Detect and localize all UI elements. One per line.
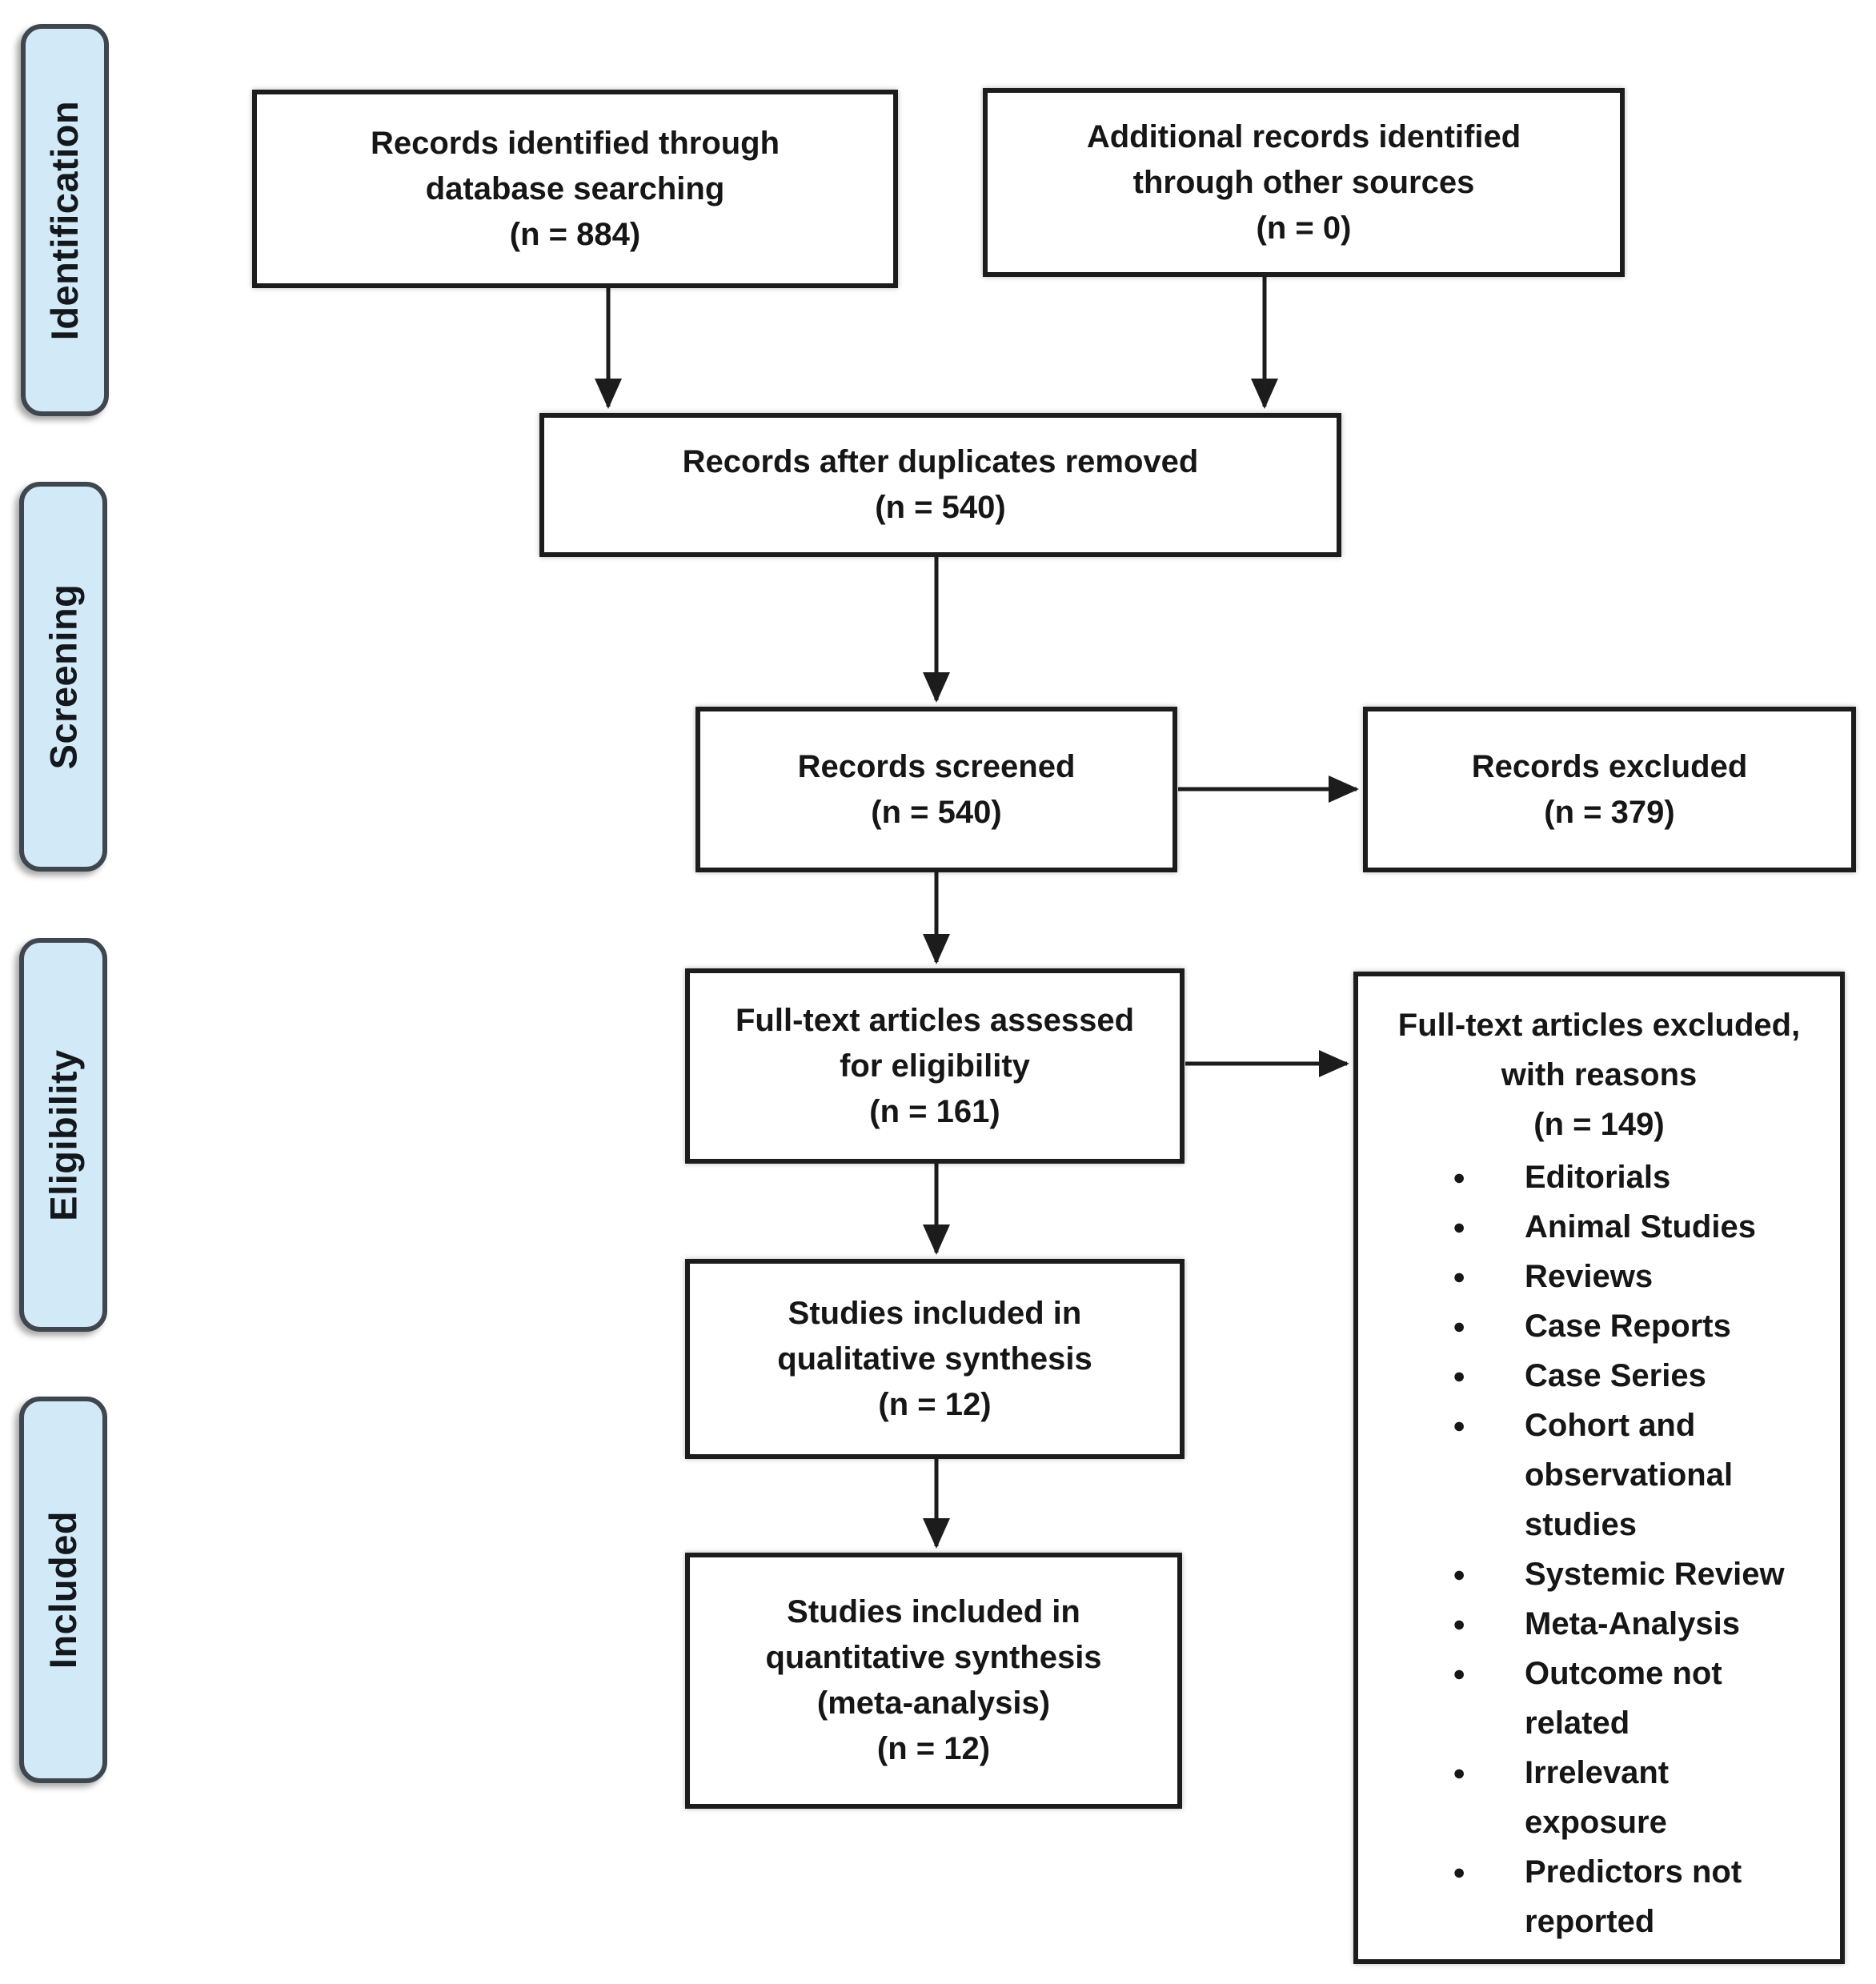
box-fulltext-assessed: Full-text articles assessed for eligibil… [685, 968, 1185, 1164]
reason-item: Irrelevant exposure [1453, 1748, 1803, 1847]
reason-item: Case Reports [1453, 1301, 1803, 1351]
stage-screening-label: Screening [42, 583, 85, 770]
box-label: Records excluded [1471, 748, 1748, 784]
reason-item: Reviews [1453, 1252, 1803, 1301]
box-label: Full-text articles excluded, with reason… [1397, 1008, 1801, 1092]
stage-screening: Screening [19, 482, 107, 872]
exclusion-reasons-list: Editorials Animal Studies Reviews Case R… [1358, 1152, 1840, 1946]
box-count: (n = 379) [1544, 794, 1675, 830]
box-label: Records after duplicates removed [682, 444, 1199, 479]
box-count: (n = 161) [869, 1093, 1000, 1129]
reason-item: Systemic Review [1453, 1549, 1803, 1599]
reason-item: Editorials [1453, 1152, 1803, 1202]
box-label: Studies included in quantitative synthes… [765, 1594, 1102, 1721]
box-count: (n = 12) [878, 1386, 992, 1422]
box-records-identified: Records identified through database sear… [252, 90, 898, 288]
box-records-screened: Records screened (n = 540) [695, 707, 1177, 872]
box-fulltext-excluded: Full-text articles excluded, with reason… [1353, 972, 1845, 1964]
box-label: Records identified through database sear… [370, 125, 780, 206]
reason-item: Outcome not related [1453, 1649, 1803, 1748]
box-additional-records: Additional records identified through ot… [983, 88, 1625, 277]
box-qualitative-synthesis: Studies included in qualitative synthesi… [685, 1259, 1185, 1459]
stage-identification: Identification [21, 24, 109, 416]
reason-item: Meta-Analysis [1453, 1599, 1803, 1649]
box-count: (n = 540) [871, 794, 1002, 830]
stage-eligibility-label: Eligibility [42, 1048, 85, 1221]
stage-identification-label: Identification [43, 100, 86, 340]
stage-included: Included [19, 1397, 107, 1783]
box-label: Full-text articles assessed for eligibil… [735, 1002, 1135, 1084]
box-count: (n = 12) [876, 1731, 991, 1766]
box-label: Additional records identified through ot… [1086, 118, 1521, 200]
box-quantitative-synthesis: Studies included in quantitative synthes… [685, 1553, 1182, 1809]
box-count: (n = 0) [1256, 210, 1352, 246]
box-label: Studies included in qualitative synthesi… [777, 1295, 1092, 1377]
box-after-duplicates: Records after duplicates removed (n = 54… [539, 413, 1341, 557]
box-count: (n = 884) [509, 216, 641, 252]
reason-item: Case Series [1453, 1351, 1803, 1401]
reason-item: Cohort and observational studies [1453, 1401, 1803, 1549]
reason-item: Predictors not reported [1453, 1847, 1803, 1946]
stage-included-label: Included [42, 1510, 85, 1669]
box-label: Records screened [797, 748, 1076, 784]
box-count: (n = 540) [875, 490, 1006, 525]
box-count: (n = 149) [1533, 1107, 1665, 1142]
stage-eligibility: Eligibility [19, 938, 107, 1332]
reason-item: Animal Studies [1453, 1202, 1803, 1252]
box-records-excluded: Records excluded (n = 379) [1363, 707, 1856, 872]
